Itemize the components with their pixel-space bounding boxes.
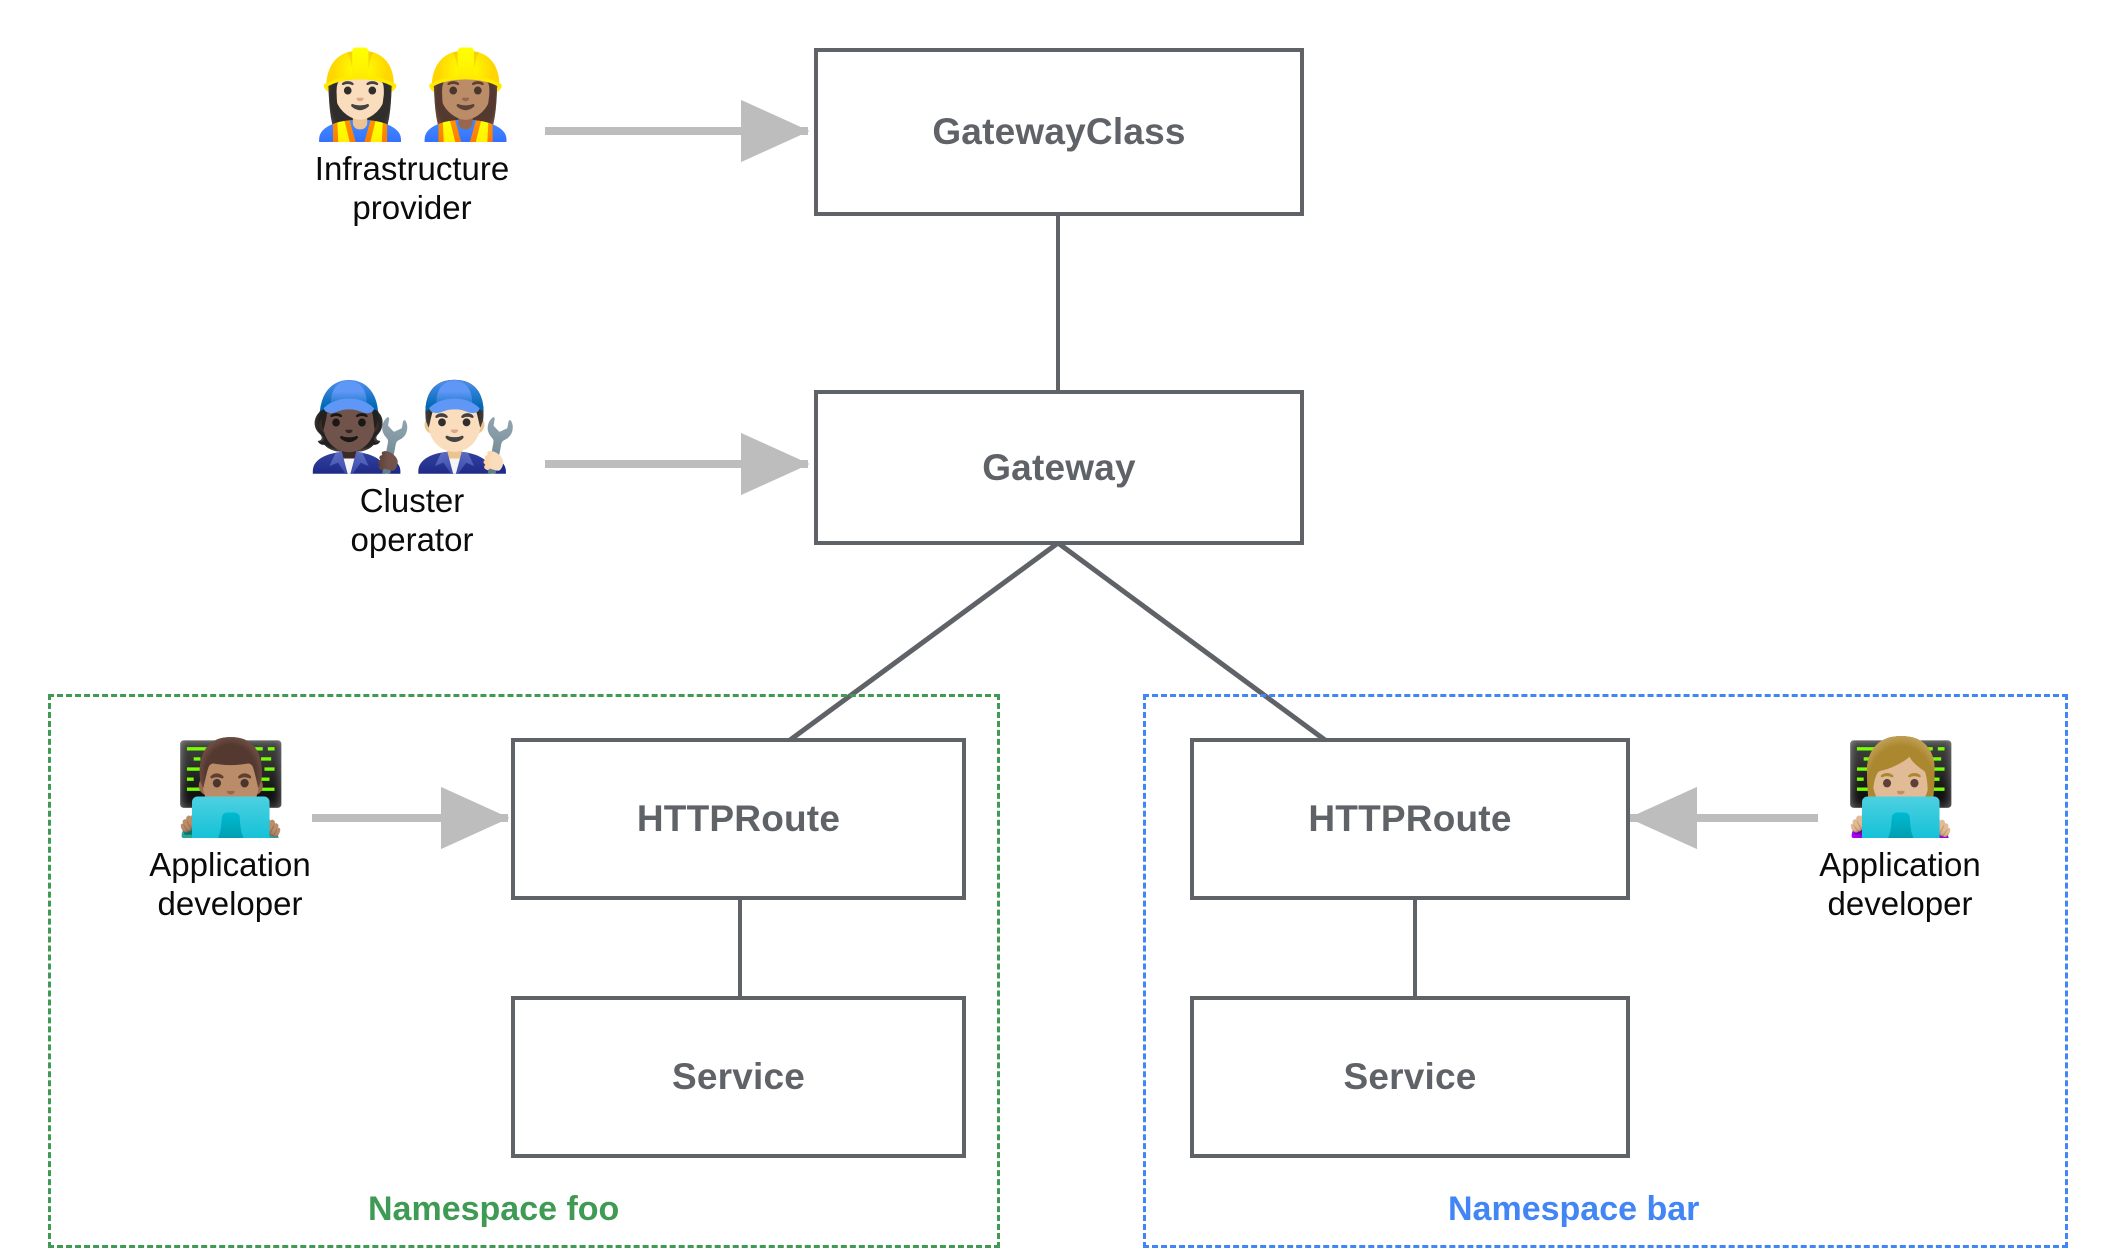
httproute-bar-label: HTTPRoute	[1308, 798, 1512, 839]
namespace-foo-label: Namespace foo	[368, 1190, 620, 1228]
httproute-bar-box[interactable]: HTTPRoute	[1190, 738, 1630, 900]
technologist-man-icon: 👨🏽‍💻	[173, 737, 289, 839]
persona-infrastructure-provider: 👷🏻‍♀️👷🏽‍♀️ Infrastructure provider	[272, 52, 552, 228]
namespace-foo-container	[48, 694, 1000, 1248]
persona-cluster-operator-caption: Cluster operator	[350, 482, 474, 558]
persona-application-developer-bar-caption: Application developer	[1819, 846, 1981, 922]
service-bar-box[interactable]: Service	[1190, 996, 1630, 1158]
gateway-label: Gateway	[982, 446, 1136, 488]
persona-application-developer-bar: 👩🏼‍💻 Application developer	[1780, 742, 2020, 924]
gatewayclass-label: GatewayClass	[932, 111, 1186, 152]
service-bar-label: Service	[1343, 1056, 1477, 1097]
persona-cluster-operator: 🧑🏿‍🔧👨🏻‍🔧 Cluster operator	[272, 384, 552, 560]
httproute-foo-box[interactable]: HTTPRoute	[511, 738, 966, 900]
construction-worker-woman-icon: 👷🏻‍♀️👷🏽‍♀️	[306, 47, 519, 143]
persona-infrastructure-provider-caption: Infrastructure provider	[314, 150, 510, 226]
persona-application-developer-foo: 👨🏽‍💻 Application developer	[110, 742, 350, 924]
namespace-bar-container	[1143, 694, 2068, 1248]
technologist-woman-icon: 👩🏼‍💻	[1843, 737, 1959, 839]
gateway-box[interactable]: Gateway	[814, 390, 1304, 545]
namespace-bar-label: Namespace bar	[1448, 1190, 1700, 1228]
connector-gateway-httproute-foo	[788, 540, 1060, 743]
service-foo-label: Service	[671, 1056, 806, 1097]
connector-gateway-httproute-bar	[1056, 540, 1327, 743]
gatewayclass-box[interactable]: GatewayClass	[814, 48, 1304, 216]
httproute-foo-label: HTTPRoute	[636, 798, 841, 839]
mechanic-person-icon: 🧑🏿‍🔧👨🏻‍🔧	[306, 379, 519, 475]
persona-application-developer-foo-caption: Application developer	[149, 846, 311, 922]
service-foo-box[interactable]: Service	[511, 996, 966, 1158]
